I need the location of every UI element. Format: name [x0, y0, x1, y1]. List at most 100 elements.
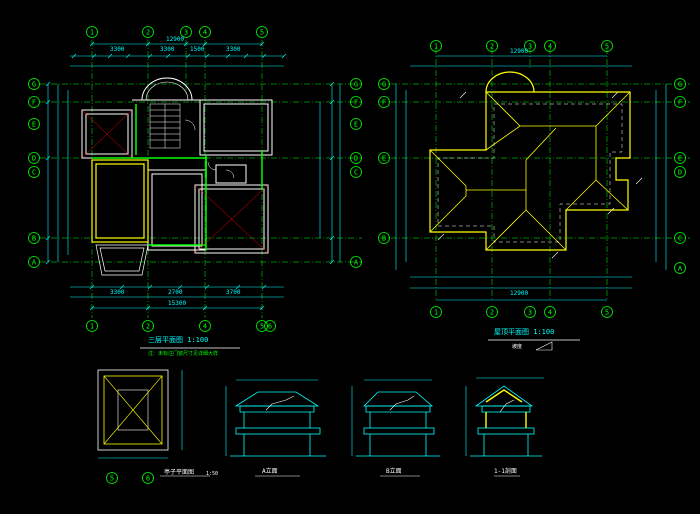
pavilion-plan-title: 亭子平面图: [164, 469, 195, 476]
roof-plan-left-axis-G: G: [378, 78, 390, 90]
floor-plan-room-outlines: [91, 159, 149, 243]
svg-text:G: G: [354, 81, 358, 89]
svg-text:F: F: [354, 99, 358, 107]
roof-plan-left-axis-F: F: [378, 96, 390, 108]
roof-plan-right-axis-F: F: [674, 96, 686, 108]
svg-text:4: 4: [203, 323, 207, 331]
svg-text:A: A: [32, 259, 37, 267]
svg-text:3: 3: [528, 309, 532, 317]
floor-plan-right-axis-F: F: [350, 96, 362, 108]
svg-text:4: 4: [548, 309, 552, 317]
svg-text:E: E: [678, 155, 682, 163]
svg-text:1: 1: [434, 309, 438, 317]
svg-text:1: 1: [90, 29, 94, 37]
section-1-1-title: 1-1剖面: [494, 468, 517, 475]
floor-plan-dimension-lines: [47, 43, 341, 309]
slope-symbol: [535, 341, 553, 351]
svg-text:F: F: [382, 99, 386, 107]
svg-text:4: 4: [548, 43, 552, 51]
elevation-b-title: B立面: [386, 468, 402, 475]
floor-plan-left-axis-B: B: [28, 232, 40, 244]
svg-text:5: 5: [260, 29, 264, 37]
roof-plan-right-axis-A: A: [674, 262, 686, 274]
floor-plan-top-axis-1: 1: [86, 26, 98, 38]
floor-plan-right-axis-D: D: [350, 152, 362, 164]
svg-text:E: E: [382, 155, 386, 163]
roof-plan-top-axis-1: 1: [430, 40, 442, 52]
floor-plan-top-axis-2: 2: [142, 26, 154, 38]
svg-text:F: F: [32, 99, 36, 107]
roof-plan-right-axis-D: D: [674, 166, 686, 178]
section-1-1: [465, 377, 544, 477]
stair-hall: [141, 77, 193, 149]
roof-plan-bottom-axis-5: 5: [601, 306, 613, 318]
floor-plan-bottom-axis-2: 2: [142, 320, 154, 332]
elevation-b: [351, 379, 440, 477]
floor-plan-top-dim-3: 1500: [190, 46, 205, 53]
floor-plan-bottom-dim-2: 2700: [168, 289, 183, 296]
roof-plan-top-axis-2: 2: [486, 40, 498, 52]
floor-plan-inner-walls: [92, 104, 263, 250]
pavilion-plan-axis-6: 6: [142, 472, 154, 484]
svg-text:C: C: [678, 235, 682, 243]
svg-text:D: D: [354, 155, 358, 163]
floor-plan-left-axis-A: A: [28, 256, 40, 268]
svg-text:G: G: [32, 81, 36, 89]
elevation-a: [225, 379, 326, 477]
svg-text:G: G: [382, 81, 386, 89]
floor-plan-bottom-axis-1: 1: [86, 320, 98, 332]
roof-plan-bottom-total-dim: 12900: [510, 290, 529, 297]
svg-text:D: D: [32, 155, 36, 163]
roof-plan-top-axis-4: 4: [544, 40, 556, 52]
svg-text:2: 2: [490, 309, 494, 317]
svg-text:5: 5: [260, 323, 264, 331]
floor-plan-top-axis-3: 3: [180, 26, 192, 38]
svg-text:D: D: [678, 169, 682, 177]
floor-plan-top-dim-1: 3300: [110, 46, 125, 53]
svg-text:B: B: [382, 235, 386, 243]
roof-plan-title: 屋顶平面图 1:100: [494, 328, 555, 336]
svg-text:5: 5: [605, 43, 609, 51]
roof-drain-arrows: [437, 91, 643, 259]
roof-plan-right-axis-C: C: [674, 232, 686, 244]
svg-text:F: F: [678, 99, 682, 107]
floor-plan-bottom-axis-4: 4: [199, 320, 211, 332]
floor-plan-bottom-axis-6: 6: [264, 320, 276, 332]
svg-text:E: E: [32, 121, 36, 129]
floor-plan-top-axis-5: 5: [256, 26, 268, 38]
svg-text:2: 2: [490, 43, 494, 51]
svg-text:6: 6: [146, 475, 150, 483]
floor-plan-bottom-dim-1: 3300: [110, 289, 125, 296]
roof-plan-top-total-dim: 12900: [510, 48, 529, 55]
floor-plan-hatching: [81, 109, 269, 254]
svg-text:C: C: [354, 169, 358, 177]
svg-text:E: E: [354, 121, 358, 129]
roof-outline: [429, 71, 631, 251]
roof-plan-bottom-axis-3: 3: [524, 306, 536, 318]
roof-plan-axis-lines: [380, 48, 690, 300]
svg-text:B: B: [32, 235, 36, 243]
roof-plan-left-axis-B: B: [378, 232, 390, 244]
floor-plan: [40, 40, 362, 318]
elevation-a-title: A立面: [262, 468, 278, 475]
floor-plan-top-dim-2: 3300: [160, 46, 175, 53]
floor-plan-bottom-axis-5: 5: [256, 320, 268, 332]
roof-plan-right-axis-G: G: [674, 78, 686, 90]
floor-plan-note: 注：未标注门窗尺寸见详细大样: [148, 351, 219, 357]
roof-plan-dimension-lines: [395, 55, 667, 301]
pavilion-plan-scale: 1:50: [206, 471, 219, 477]
balcony: [95, 244, 149, 276]
svg-text:1: 1: [434, 43, 438, 51]
svg-text:C: C: [32, 169, 36, 177]
floor-plan-right-axis-G: G: [350, 78, 362, 90]
floor-plan-dim-ticks: [45, 41, 335, 311]
pavilion-plan-axis-5: 5: [106, 472, 118, 484]
floor-plan-bottom-total-dim: 15300: [168, 300, 187, 307]
svg-text:2: 2: [146, 323, 150, 331]
floor-plan-right-axis-E: E: [350, 118, 362, 130]
svg-text:G: G: [678, 81, 682, 89]
svg-text:4: 4: [203, 29, 207, 37]
floor-plan-left-axis-G: G: [28, 78, 40, 90]
